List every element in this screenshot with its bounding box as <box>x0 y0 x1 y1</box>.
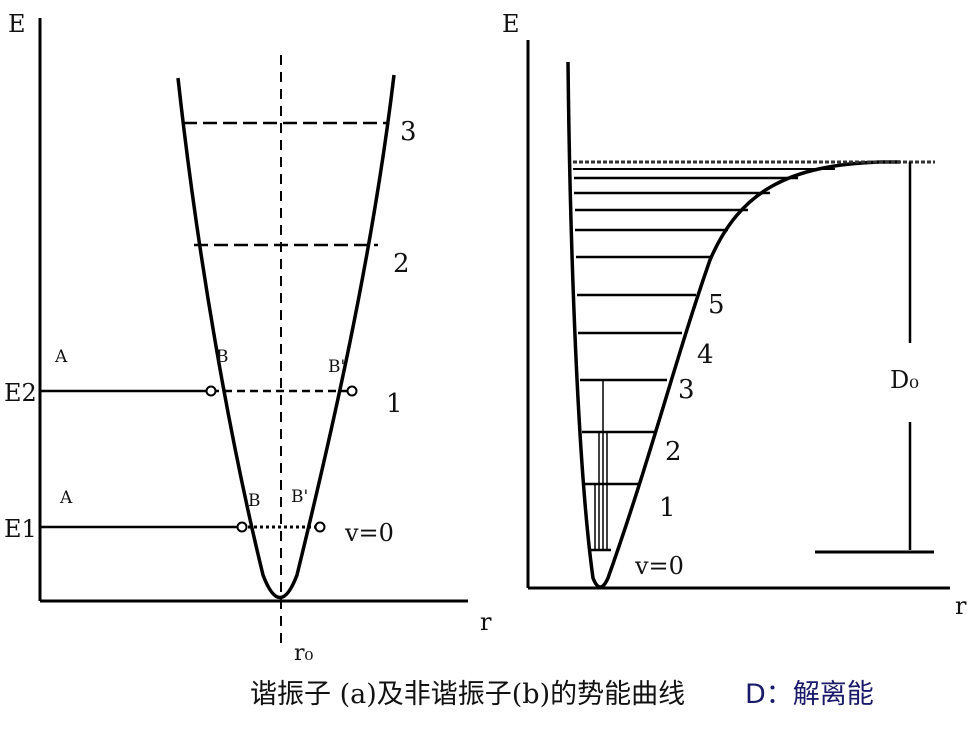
panel-a-point-b-lower <box>236 521 248 533</box>
panel-b-level-5-label: 5 <box>708 290 725 320</box>
panel-b-level-4-label: 4 <box>697 340 714 370</box>
panel-b-level-3-label: 3 <box>678 375 695 405</box>
panel-b: E r 5 4 3 2 1 v=0 D₀ <box>502 10 967 620</box>
panel-a-e1-label: E1 <box>4 515 37 543</box>
panel-a-point-b-upper <box>205 385 217 397</box>
panel-a-b-lower-label: B <box>248 491 261 511</box>
panel-a-level-1-label: 1 <box>386 389 403 419</box>
panel-b-level-0-label: v=0 <box>634 552 684 580</box>
panel-a-point-b-prime-upper <box>346 385 358 397</box>
panel-a-b-prime-lower-label: B' <box>291 487 308 507</box>
panel-a: E r r₀ 3 2 1 v=0 E2 E1 A A B B' B B' <box>4 10 492 666</box>
panel-a-potential-curve <box>176 74 396 599</box>
panel-a-a-lower-label: A <box>59 488 73 508</box>
panel-a-a-upper-label: A <box>54 347 68 367</box>
panel-a-level-3-label: 3 <box>400 117 417 147</box>
panel-b-potential-curve <box>566 61 900 589</box>
panel-a-x-axis-label: r <box>480 608 492 636</box>
dissociation-energy-note: D：解离能 <box>745 679 874 710</box>
panel-b-level-1-label: 1 <box>659 493 676 523</box>
figure-caption: 谐振子 (a)及非谐振子(b)的势能曲线 <box>250 679 686 710</box>
panel-a-r0-label: r₀ <box>294 641 314 666</box>
panel-a-b-prime-upper-label: B' <box>328 357 345 377</box>
panel-b-level-2-label: 2 <box>665 437 682 467</box>
panel-a-b-upper-label: B <box>216 347 229 367</box>
panel-a-e2-label: E2 <box>4 379 37 407</box>
panel-b-x-axis-label: r <box>955 592 967 620</box>
panel-a-level-2-label: 2 <box>393 249 410 279</box>
panel-a-y-axis-label: E <box>8 10 26 38</box>
panel-b-d0-label: D₀ <box>890 366 919 394</box>
panel-a-level-0-label: v=0 <box>344 519 394 547</box>
panel-b-y-axis-label: E <box>502 10 520 38</box>
panel-a-point-b-prime-lower <box>314 521 326 533</box>
